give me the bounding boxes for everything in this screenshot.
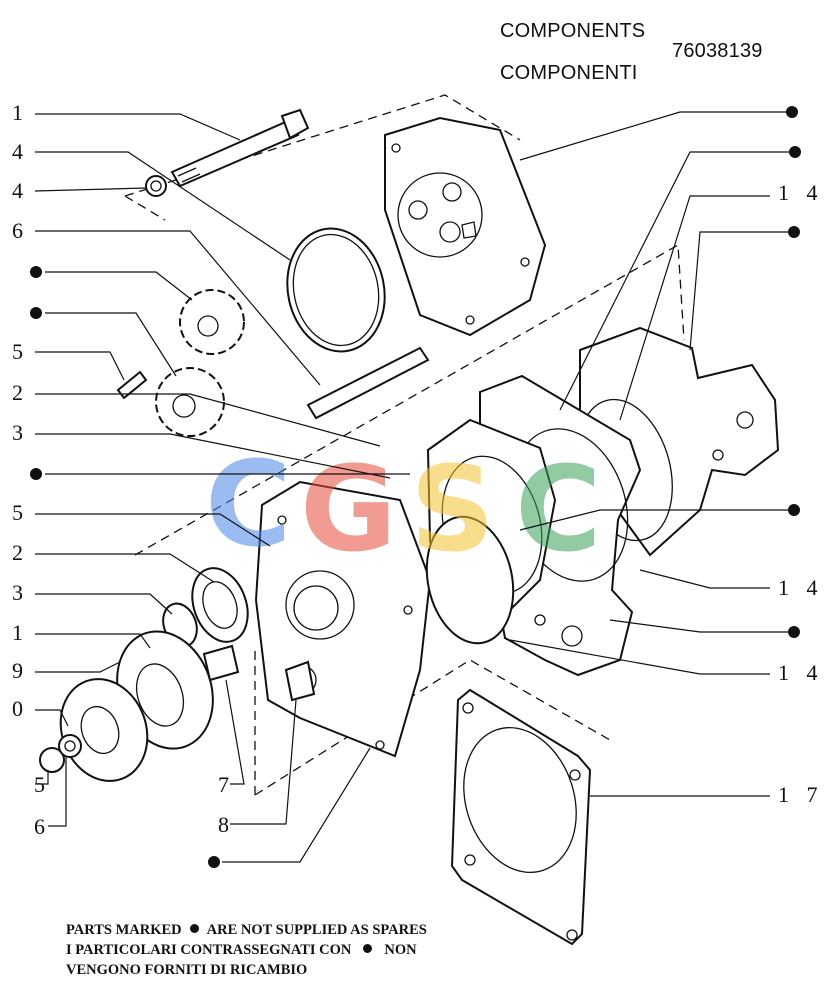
callout-label: 2 xyxy=(12,540,23,565)
bolt-part-1 xyxy=(170,108,310,188)
o-ring-part-4 xyxy=(286,227,386,353)
bottom-callouts: 7 8 xyxy=(218,772,229,837)
bushing-part-7 xyxy=(202,644,240,682)
marker-dot xyxy=(786,106,798,118)
callout-label: 4 xyxy=(12,178,23,203)
callout-label: 1 4 xyxy=(778,660,824,685)
callout-label: 3 xyxy=(12,580,23,605)
gasket-part-17 xyxy=(450,688,592,946)
callout-label: 8 xyxy=(218,812,229,837)
watermark-letter: G xyxy=(300,440,397,578)
footnote-line-3: VENGONO FORNITI DI RICAMBIO xyxy=(66,962,308,978)
rear-cover-plate xyxy=(384,116,547,337)
footnote-text: NON xyxy=(384,942,417,958)
shaft-seal-part-2 xyxy=(191,567,249,643)
marker-dot xyxy=(788,504,800,516)
callout-label: 2 xyxy=(12,380,23,405)
gear-upper xyxy=(179,289,245,355)
left-callouts: 1 4 4 6 5 2 3 5 2 3 1 9 0 5 6 xyxy=(12,100,45,839)
callout-label: 5 xyxy=(12,500,23,525)
callout-label: 1 4 xyxy=(778,180,824,205)
callout-label: 0 xyxy=(12,696,23,721)
nut-part-4 xyxy=(145,175,167,197)
seal-ring-part-14 xyxy=(425,515,515,645)
callout-label: 1 7 xyxy=(778,782,824,807)
part-number: 76038139 xyxy=(672,40,763,62)
marker-dot xyxy=(788,226,800,238)
marker-dot xyxy=(363,944,373,953)
left-leader-lines xyxy=(34,113,410,827)
marker-dot xyxy=(789,146,801,158)
key-part-5 xyxy=(116,370,148,400)
right-leader-lines xyxy=(509,111,795,797)
callout-label: 1 xyxy=(12,620,23,645)
watermark-cgsc: C G S C xyxy=(205,435,602,578)
title-componenti: COMPONENTI xyxy=(500,62,638,84)
marker-dot xyxy=(189,924,199,933)
callout-label: 9 xyxy=(12,658,23,683)
footnote-text: ARE NOT SUPPLIED AS SPARES xyxy=(206,922,427,938)
bottom-leader-lines xyxy=(222,679,371,863)
callout-label: 6 xyxy=(12,218,23,243)
callout-label: 4 xyxy=(12,139,23,164)
callout-label: 5 xyxy=(12,339,23,364)
callout-label: 1 xyxy=(12,100,23,125)
pin-part-6 xyxy=(306,346,430,420)
marker-dots xyxy=(30,106,801,868)
footnote-line-1: PARTS MARKED ARE NOT SUPPLIED AS SPARES xyxy=(66,922,427,939)
title-components: COMPONENTS xyxy=(500,20,646,42)
watermark-letter: C xyxy=(205,435,292,573)
watermark-letter: C xyxy=(515,440,602,578)
callout-label: 3 xyxy=(12,420,23,445)
marker-dot xyxy=(208,856,220,868)
footnote-line-2: I PARTICOLARI CONTRASSEGNATI CON NON xyxy=(66,942,417,959)
bushing-part-8 xyxy=(284,660,316,702)
footnote-text: PARTS MARKED xyxy=(66,922,182,938)
right-callouts: 1 4 1 4 1 4 1 7 xyxy=(778,180,824,807)
marker-dot xyxy=(788,626,800,638)
marker-dot xyxy=(30,266,42,278)
callout-label: 6 xyxy=(34,814,45,839)
callout-label: 7 xyxy=(218,772,229,797)
marker-dot xyxy=(30,307,42,319)
watermark-letter: S xyxy=(410,440,495,578)
marker-dot xyxy=(30,468,42,480)
nut-washer-part-5-6 xyxy=(39,734,82,773)
callout-label: 1 4 xyxy=(778,575,824,600)
callout-label: 5 xyxy=(34,772,45,797)
gear-lower xyxy=(155,367,225,437)
footnote-text: I PARTICOLARI CONTRASSEGNATI CON xyxy=(66,942,352,958)
